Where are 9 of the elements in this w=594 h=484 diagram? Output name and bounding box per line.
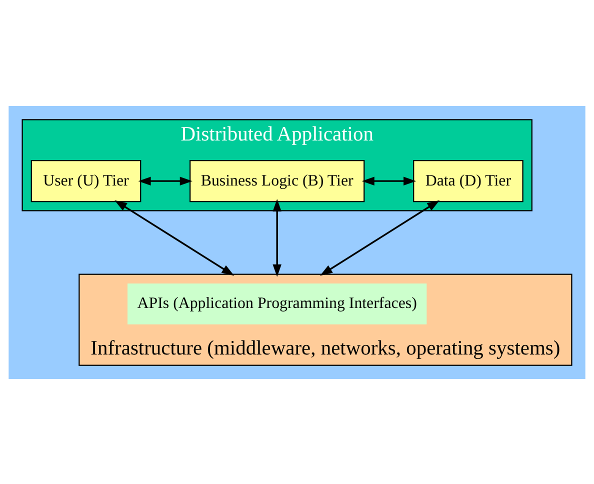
arrow — [114, 200, 234, 276]
arrow — [272, 198, 282, 276]
arrow — [362, 176, 416, 185]
arrow — [138, 176, 192, 185]
node-box: Business Logic (B) Tier — [190, 160, 365, 202]
node-box: APIs (Application Programming Interfaces) — [128, 282, 427, 324]
node-box: Data (D) Tier — [413, 160, 524, 202]
node-box: User (U) Tier — [30, 160, 142, 202]
arrow — [320, 200, 440, 276]
